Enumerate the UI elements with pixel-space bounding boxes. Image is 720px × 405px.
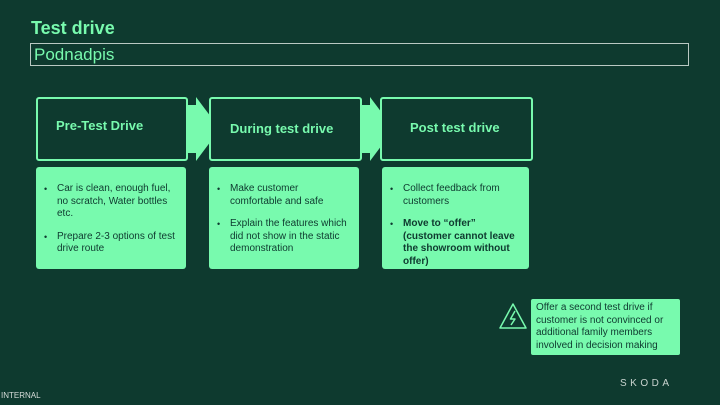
list-item: • Make customer comfortable and safe [217, 183, 324, 207]
classification-label: INTERNAL [1, 391, 41, 400]
slide-title: Test drive [31, 18, 115, 38]
arrow-right-icon [186, 97, 220, 161]
step-during-test-drive: During test drive [209, 97, 362, 161]
skoda-logo: SKODA [620, 378, 673, 389]
step-details-post-test-drive: • Collect feedback from customers • Move… [382, 167, 529, 269]
arrow-right-icon [360, 97, 394, 161]
step-details-pre-test-drive: • Car is clean, enough fuel, no scratch,… [36, 167, 186, 269]
step-label: Pre-Test Drive [56, 117, 144, 133]
list-item: • Move to “offer” (customer cannot leave… [390, 218, 515, 267]
step-label: Post test drive [410, 119, 500, 135]
warning-icon [499, 303, 527, 329]
slide-subtitle: Podnadpis [34, 45, 115, 64]
list-item: • Explain the features which did not sho… [217, 218, 347, 254]
step-details-during-test-drive: • Make customer comfortable and safe • E… [209, 167, 359, 269]
step-pre-test-drive: Pre-Test Drive [36, 97, 188, 161]
list-item: • Collect feedback from customers [390, 183, 500, 207]
list-item: • Prepare 2-3 options of test drive rout… [44, 230, 175, 255]
step-post-test-drive: Post test drive [380, 97, 533, 161]
step-label: During test drive [230, 120, 334, 136]
tip-callout: Offer a second test drive if customer is… [531, 299, 680, 355]
subtitle-box: Podnadpis [30, 43, 689, 66]
list-item: • Car is clean, enough fuel, no scratch,… [44, 183, 171, 219]
